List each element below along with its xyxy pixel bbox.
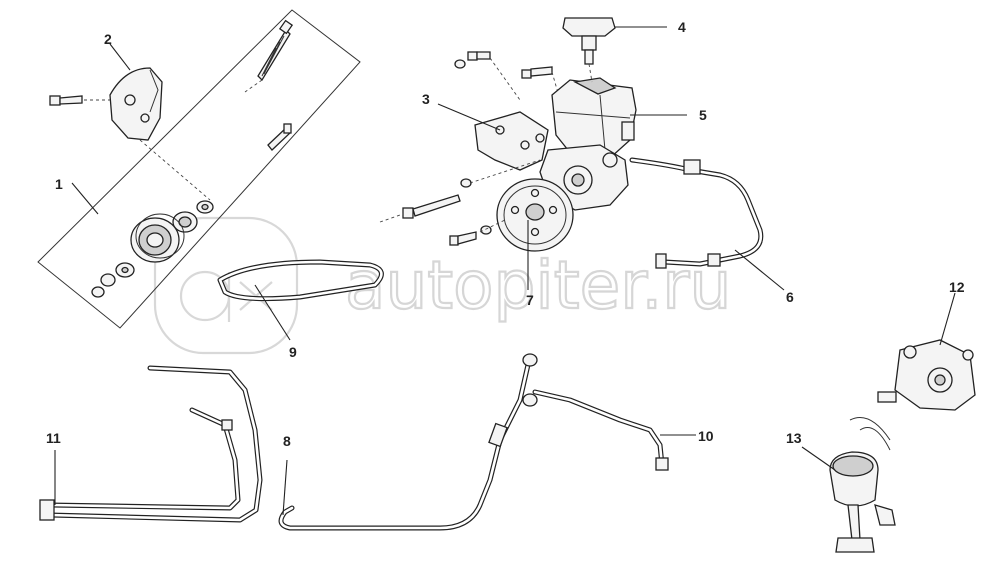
- pressure-hose: [629, 157, 764, 269]
- callout-6: 6: [786, 289, 794, 305]
- callout-9: 9: [289, 344, 297, 360]
- mounting-bracket: [109, 67, 163, 141]
- spacer: [196, 200, 214, 214]
- small-bolt: [267, 123, 292, 151]
- watermark-text: autopiter.ru: [345, 247, 731, 324]
- return-hose: [278, 353, 538, 531]
- callout-11: 11: [46, 430, 61, 446]
- drive-belt: [217, 259, 384, 302]
- callout-7: 7: [526, 292, 534, 308]
- steering-pump-alt: [877, 339, 976, 411]
- callout-8: 8: [283, 433, 291, 449]
- callout-3: 3: [422, 91, 430, 107]
- callouts: 1 2 3 4 5 6 7 8 9 10 11 12 13: [46, 19, 965, 449]
- idler-pulley: [130, 213, 185, 263]
- watermark: autopiter.ru: [153, 216, 732, 355]
- pump-pulley: [496, 178, 574, 252]
- nut: [100, 273, 116, 287]
- callout-2: 2: [104, 31, 112, 47]
- bolt-top-1: [467, 51, 491, 61]
- reservoir: [551, 77, 637, 159]
- bolt-small: [91, 286, 105, 298]
- callout-1: 1: [55, 176, 63, 192]
- reservoir-cap: [562, 17, 616, 65]
- bracket-bolt: [49, 95, 83, 106]
- long-bolt: [257, 19, 294, 82]
- callout-12: 12: [949, 279, 965, 295]
- pulley-kit-group: [37, 9, 361, 329]
- pump-bolt-low: [449, 225, 492, 246]
- pipe-assembly: [39, 365, 263, 523]
- pump-long-bolt: [379, 178, 472, 223]
- pump-bracket: [474, 111, 549, 171]
- callout-5: 5: [699, 107, 707, 123]
- callout-13: 13: [786, 430, 802, 446]
- cooler-pipe: [532, 389, 669, 471]
- pump-assembly: [379, 51, 637, 252]
- bearing: [172, 211, 198, 233]
- washer: [115, 262, 135, 278]
- reservoir-alt: [829, 417, 896, 553]
- callout-10: 10: [698, 428, 714, 444]
- callout-4: 4: [678, 19, 686, 35]
- leader-lines: [54, 26, 956, 516]
- nut-top: [454, 59, 466, 69]
- bolt-top-2: [521, 66, 553, 79]
